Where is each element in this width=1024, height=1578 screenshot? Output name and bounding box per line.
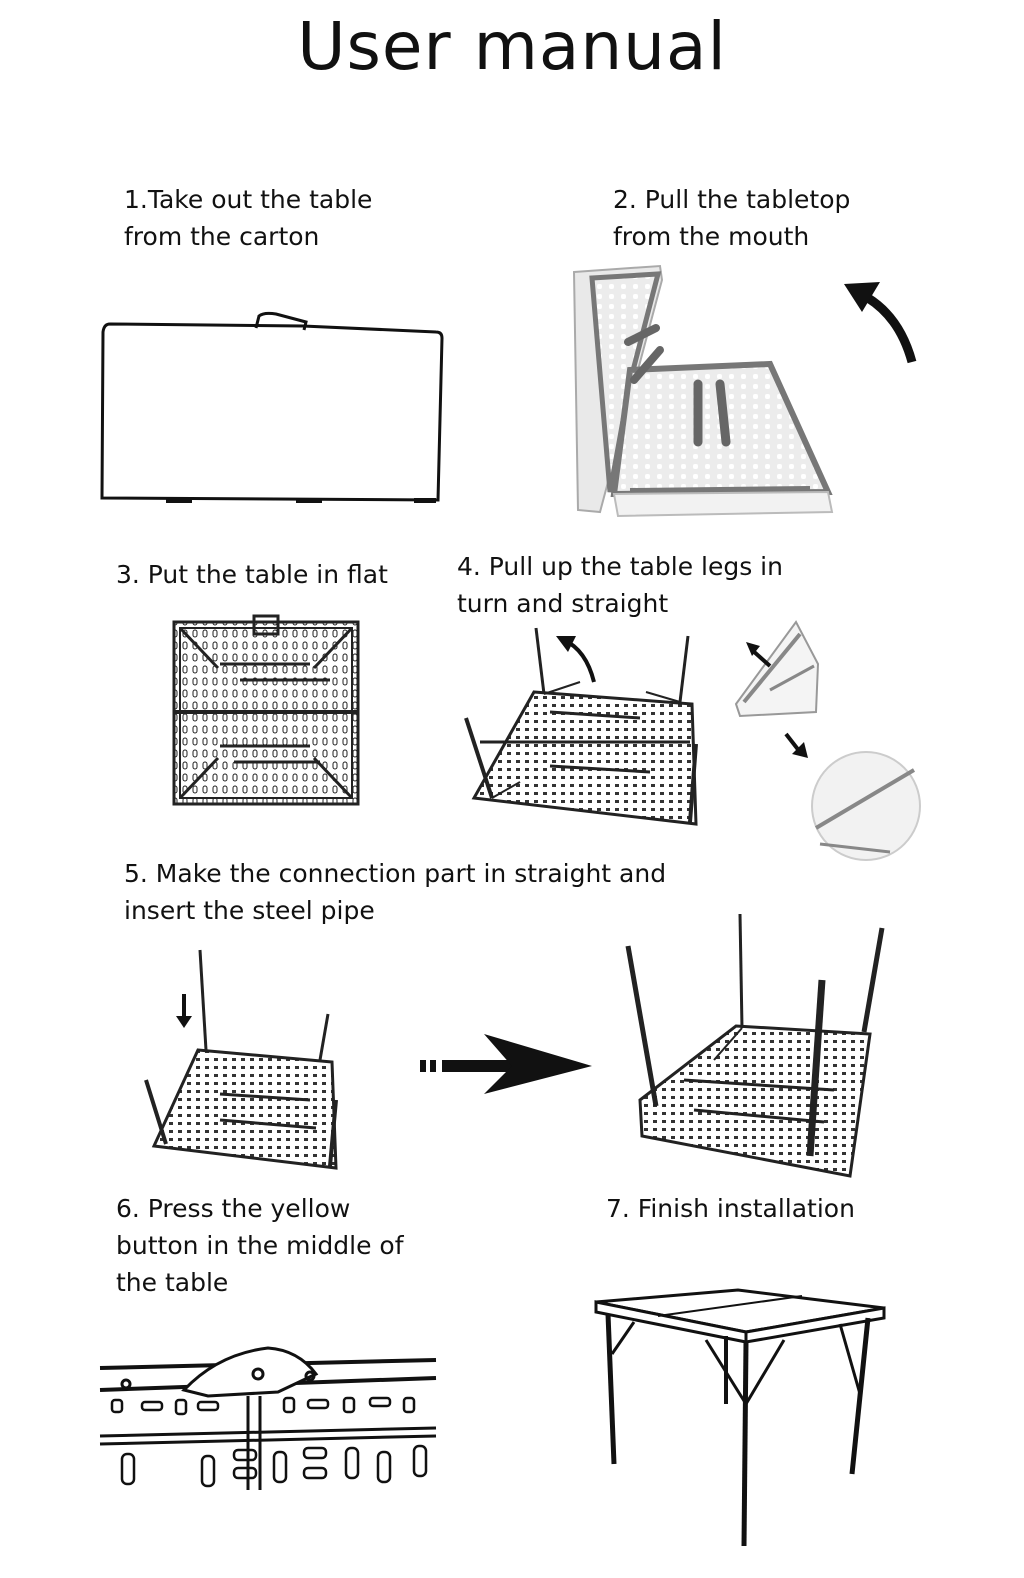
flat-table-illustration (172, 614, 360, 806)
page-title: User manual (297, 8, 727, 85)
step-2-text: 2. Pull the tabletop from the mouth (613, 185, 851, 251)
leg-detail-illustration (734, 620, 921, 861)
step-6-text: 6. Press the yellow button in the middle… (116, 1194, 404, 1297)
step-4-text: 4. Pull up the table legs in turn and st… (457, 552, 783, 618)
next-step-arrow-icon (420, 1034, 592, 1094)
finished-table-illustration (594, 1288, 886, 1547)
folded-table-illustration (100, 311, 444, 503)
step-1-text: 1.Take out the table from the carton (124, 185, 373, 251)
step-5-text: 5. Make the connection part in straight … (124, 859, 667, 925)
step-3-text: 3. Put the table in flat (116, 560, 388, 589)
opened-tabletop-illustration (572, 264, 834, 518)
button-closeup-illustration (99, 1346, 437, 1490)
step-7-text: 7. Finish installation (606, 1194, 855, 1223)
insert-pipe-illustration (144, 949, 338, 1170)
lift-arrow-icon (844, 282, 917, 364)
table-upside-down-illustration (625, 913, 885, 1178)
legs-up-illustration (464, 627, 698, 826)
